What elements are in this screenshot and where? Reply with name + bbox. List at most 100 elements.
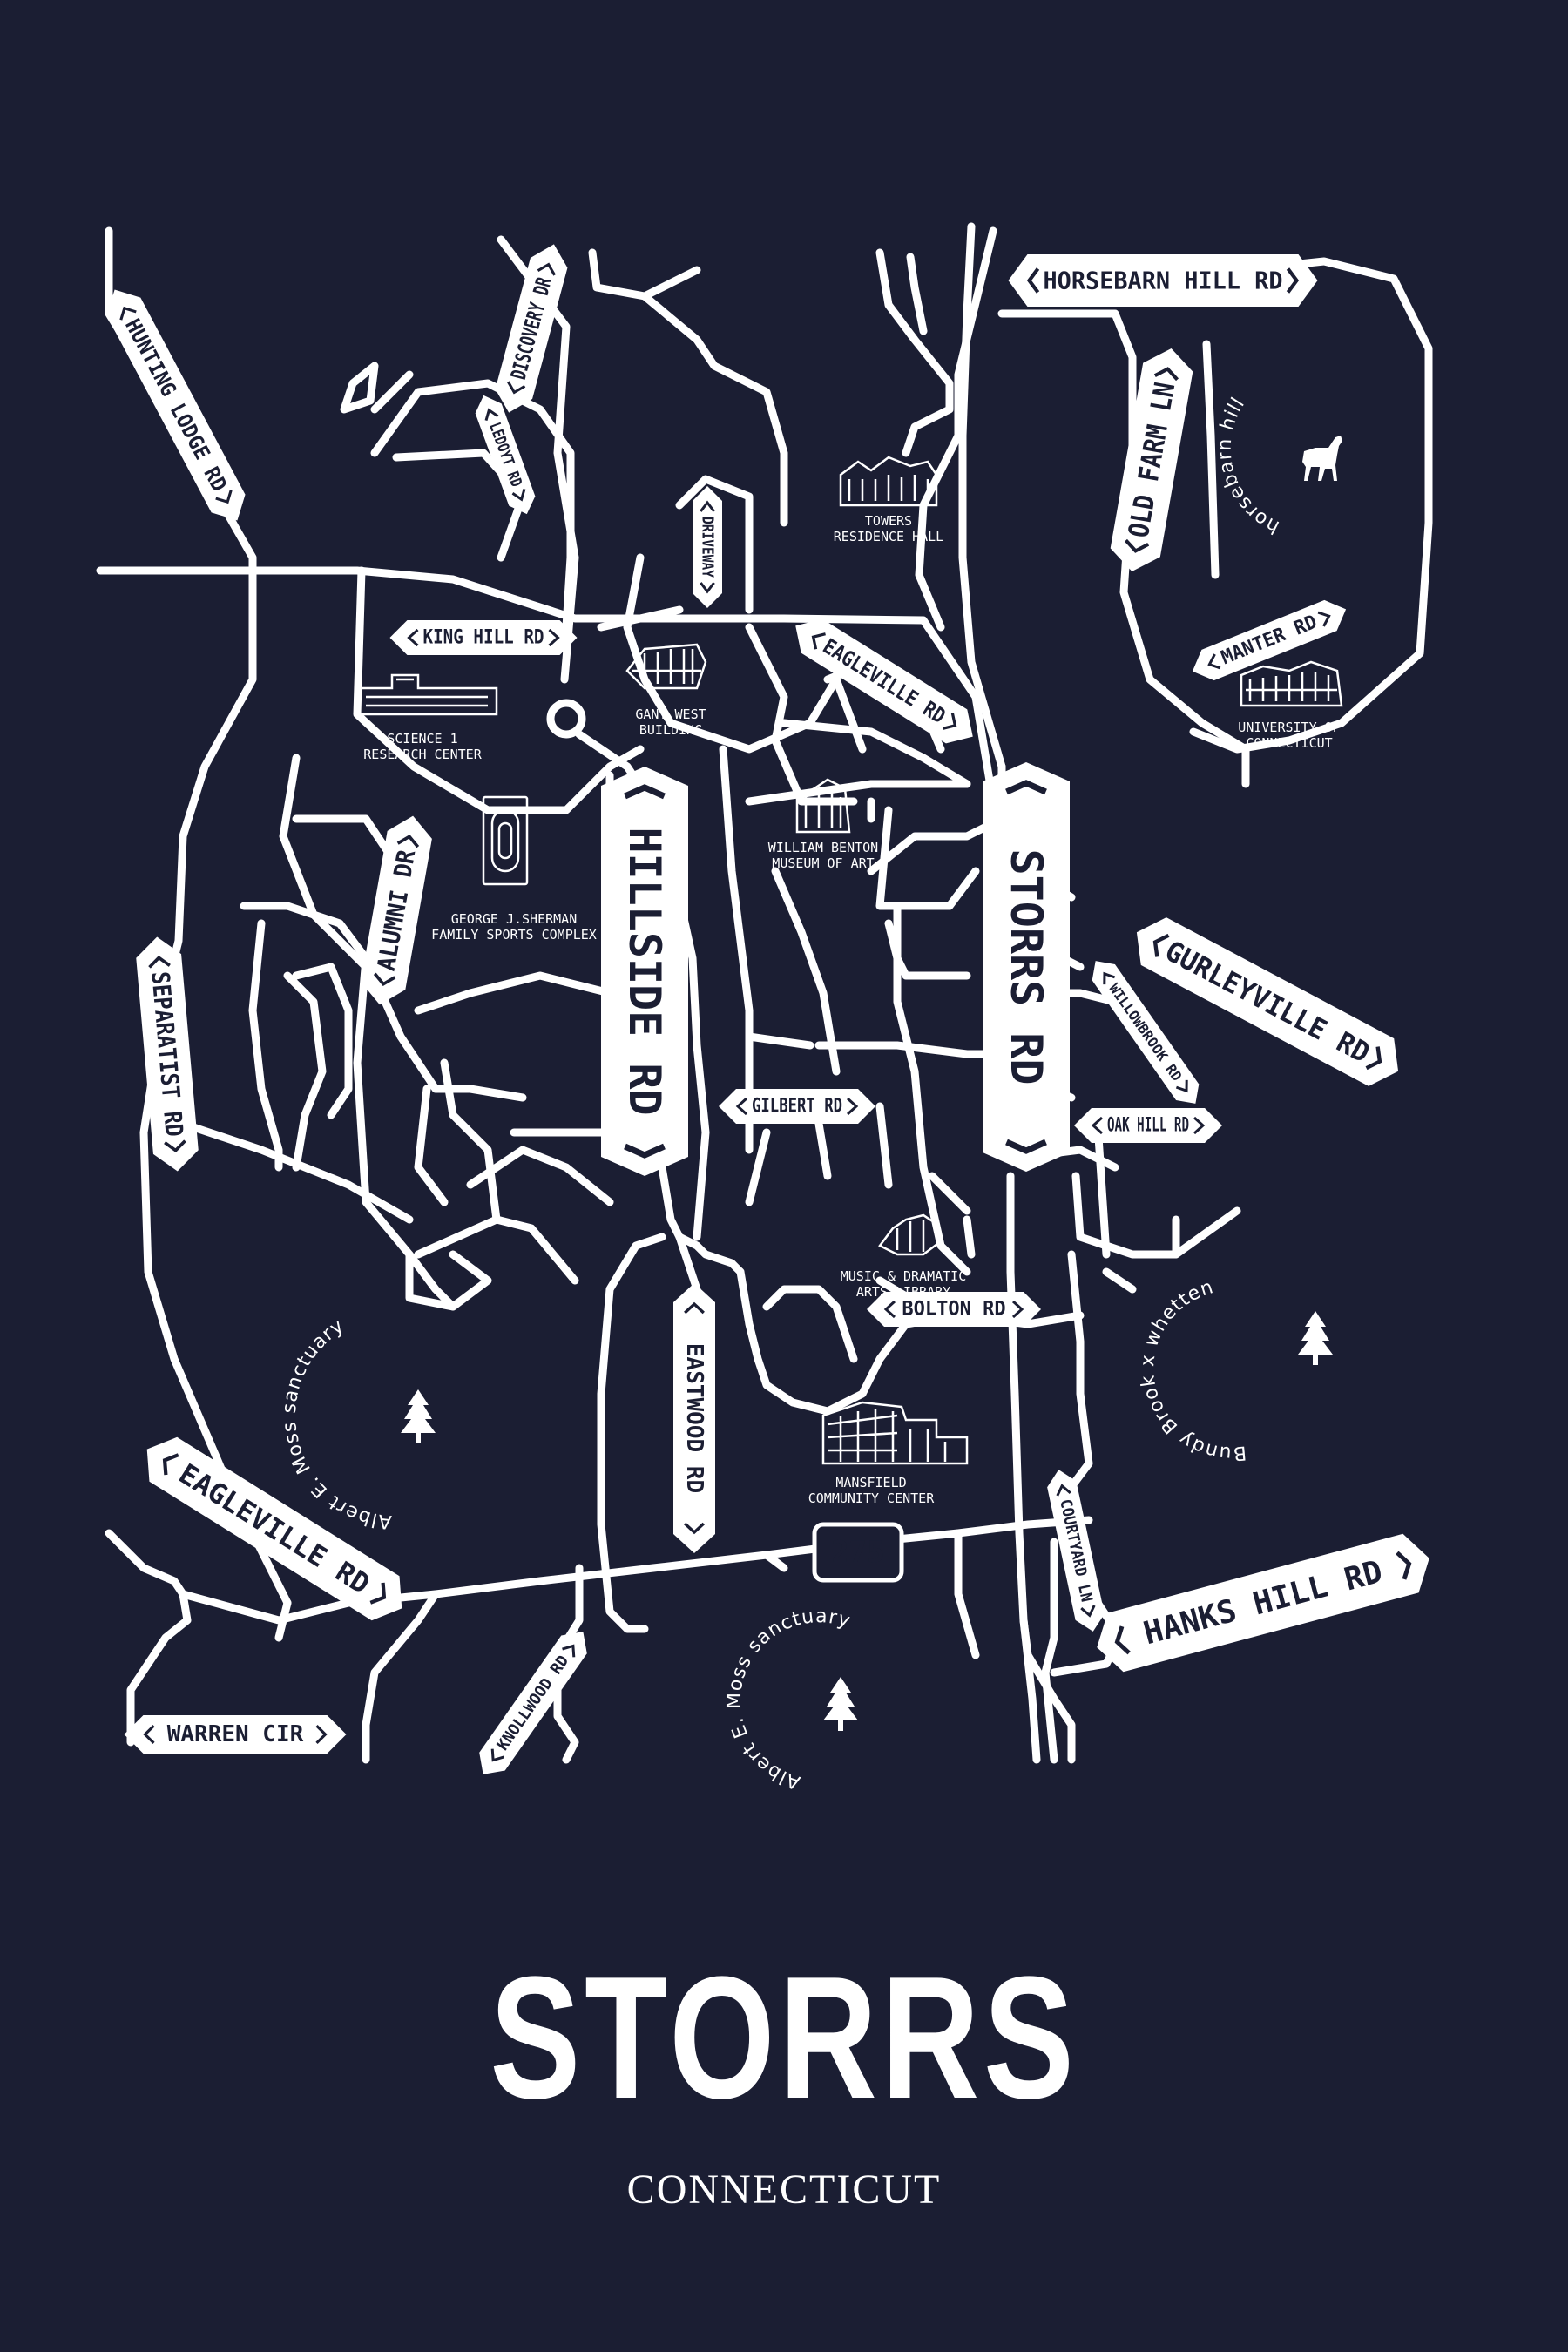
chevron-icon bbox=[162, 1453, 387, 1605]
road-sign-plate bbox=[867, 1292, 1041, 1327]
road-sign-label: OAK HILL RD bbox=[1107, 1115, 1189, 1137]
road-sign-plate bbox=[719, 1089, 875, 1124]
chevron-icon bbox=[407, 628, 560, 647]
road-sign-horsebarn-hill-rd: HORSEBARN HILL RD bbox=[1008, 254, 1318, 307]
road-sign-storrs-rd: STORRS RD bbox=[983, 762, 1070, 1172]
road-sign-plate bbox=[124, 1715, 347, 1754]
road-sign-plate bbox=[983, 762, 1070, 1172]
road-sign-label: KING HILL RD bbox=[423, 627, 544, 649]
chevron-icon bbox=[700, 500, 715, 594]
road-sign-plate bbox=[1192, 599, 1347, 681]
road-sign-oak-hill-rd: OAK HILL RD bbox=[1074, 1108, 1222, 1143]
william-benton-museum-icon bbox=[795, 778, 851, 834]
road-sign-label: STORRS RD bbox=[1001, 849, 1051, 1085]
chevron-icon bbox=[883, 1300, 1024, 1319]
page-title: STORRS bbox=[490, 1941, 1078, 2135]
university-of-connecticut-icon bbox=[1240, 660, 1343, 707]
road-sign-driveway: DRIVEWAY bbox=[693, 486, 722, 608]
road-sign-old-farm-ln: OLD FARM LN bbox=[1110, 348, 1193, 572]
road-sign-plate bbox=[693, 486, 722, 608]
road-sign-plate bbox=[1074, 1108, 1222, 1143]
road-sign-plate bbox=[1047, 1470, 1105, 1632]
road-sign-plate bbox=[1136, 917, 1399, 1086]
chevron-icon bbox=[143, 1725, 328, 1744]
science-research-center-icon bbox=[355, 673, 498, 716]
horsebarn-hill-label: horsebarn hill bbox=[1214, 394, 1283, 538]
road-sign-plate bbox=[495, 244, 568, 413]
chevron-icon bbox=[484, 408, 526, 502]
chevron-icon bbox=[507, 262, 556, 395]
chevron-icon bbox=[490, 1644, 576, 1762]
towers-residence-hall-icon bbox=[839, 456, 938, 507]
chevron-icon bbox=[735, 1097, 859, 1116]
chevron-icon bbox=[373, 834, 420, 987]
road-sign-plate bbox=[673, 1283, 715, 1553]
page-subtitle: CONNECTICUT bbox=[626, 2166, 942, 2213]
chevron-icon bbox=[148, 956, 186, 1152]
road-sign-plate bbox=[136, 936, 199, 1172]
chevron-icon bbox=[119, 306, 233, 504]
road-sign-label: WILLOWBROOK RD bbox=[1105, 980, 1185, 1084]
road-sign-separatist-rd: SEPARATIST RD bbox=[136, 936, 199, 1172]
chevron-icon bbox=[684, 1301, 705, 1535]
road-sign-gilbert-rd: GILBERT RD bbox=[719, 1089, 875, 1124]
chevron-icon bbox=[1207, 611, 1331, 670]
road-sign-alumni-dr: ALUMNI DR bbox=[361, 815, 432, 1005]
road-sign-ledoyt-rd: LEDOYT RD bbox=[475, 395, 536, 515]
road-sign-plate bbox=[146, 1436, 402, 1621]
road-sign-route-275: 275 bbox=[812, 1522, 904, 1583]
road-sign-plate bbox=[389, 620, 578, 655]
road-sign-hillside-rd: HILLSIDE RD bbox=[601, 767, 688, 1176]
road-sign-plate bbox=[1008, 254, 1318, 307]
tree-icon-moss-south bbox=[823, 1677, 858, 1731]
chevron-icon bbox=[1124, 367, 1179, 553]
road-sign-plate bbox=[475, 395, 536, 515]
chevron-icon bbox=[1005, 780, 1047, 1154]
road-sign-plate bbox=[601, 767, 688, 1176]
road-sign-warren-cir: WARREN CIR bbox=[124, 1715, 347, 1754]
road-sign-bolton-rd: BOLTON RD bbox=[867, 1292, 1041, 1327]
chevron-icon bbox=[1091, 1116, 1206, 1135]
road-sign-label: GILBERT RD bbox=[752, 1096, 842, 1118]
road-sign-eagleville-rd-north: EAGLEVILLE RD bbox=[795, 618, 973, 744]
road-sign-king-hill-rd: KING HILL RD bbox=[389, 620, 578, 655]
horse-icon bbox=[1302, 436, 1342, 481]
road-sign-plate bbox=[1097, 1533, 1429, 1673]
road-sign-hunting-lodge-rd: HUNTING LODGE RD bbox=[106, 289, 246, 521]
road-sign-plate bbox=[795, 618, 973, 744]
moss-west-label: Albert E. Moss sanctuary bbox=[279, 1315, 393, 1532]
road-sign-plate bbox=[1092, 961, 1200, 1104]
chevron-icon bbox=[1152, 933, 1382, 1071]
chevron-icon bbox=[1026, 267, 1300, 294]
landmark-buildings bbox=[355, 456, 1343, 1465]
music-dramatic-arts-library-icon bbox=[878, 1213, 943, 1256]
road-sign-label: EASTWOOD RD bbox=[681, 1343, 707, 1493]
bundy-brook-label: Bundy Brook x whetten bbox=[1137, 1276, 1247, 1464]
road-sign-label: DRIVEWAY bbox=[699, 517, 717, 578]
road-sign-label: BOLTON RD bbox=[902, 1299, 1005, 1321]
road-sign-plate bbox=[361, 815, 432, 1005]
road-sign-plate bbox=[106, 289, 246, 521]
chevron-icon bbox=[1114, 1551, 1412, 1655]
road-sign-hanks-hill-rd: HANKS HILL RD bbox=[1097, 1533, 1429, 1673]
chevron-icon bbox=[811, 632, 957, 730]
road-sign-label: WARREN CIR bbox=[167, 1721, 304, 1747]
road-sign-plate bbox=[479, 1632, 587, 1774]
road-sign-label: HORSEBARN HILL RD bbox=[1044, 267, 1283, 295]
road-sign-label: HUNTING LODGE RD bbox=[120, 314, 232, 495]
tree-icon-bundy-brook bbox=[1298, 1311, 1333, 1365]
chevron-icon bbox=[1056, 1484, 1096, 1618]
gant-west-building-icon bbox=[625, 643, 707, 690]
road-sign-plate bbox=[1110, 348, 1193, 572]
sherman-sports-complex-icon bbox=[482, 795, 529, 886]
road-sign-eastwood-rd: EASTWOOD RD bbox=[673, 1283, 715, 1553]
